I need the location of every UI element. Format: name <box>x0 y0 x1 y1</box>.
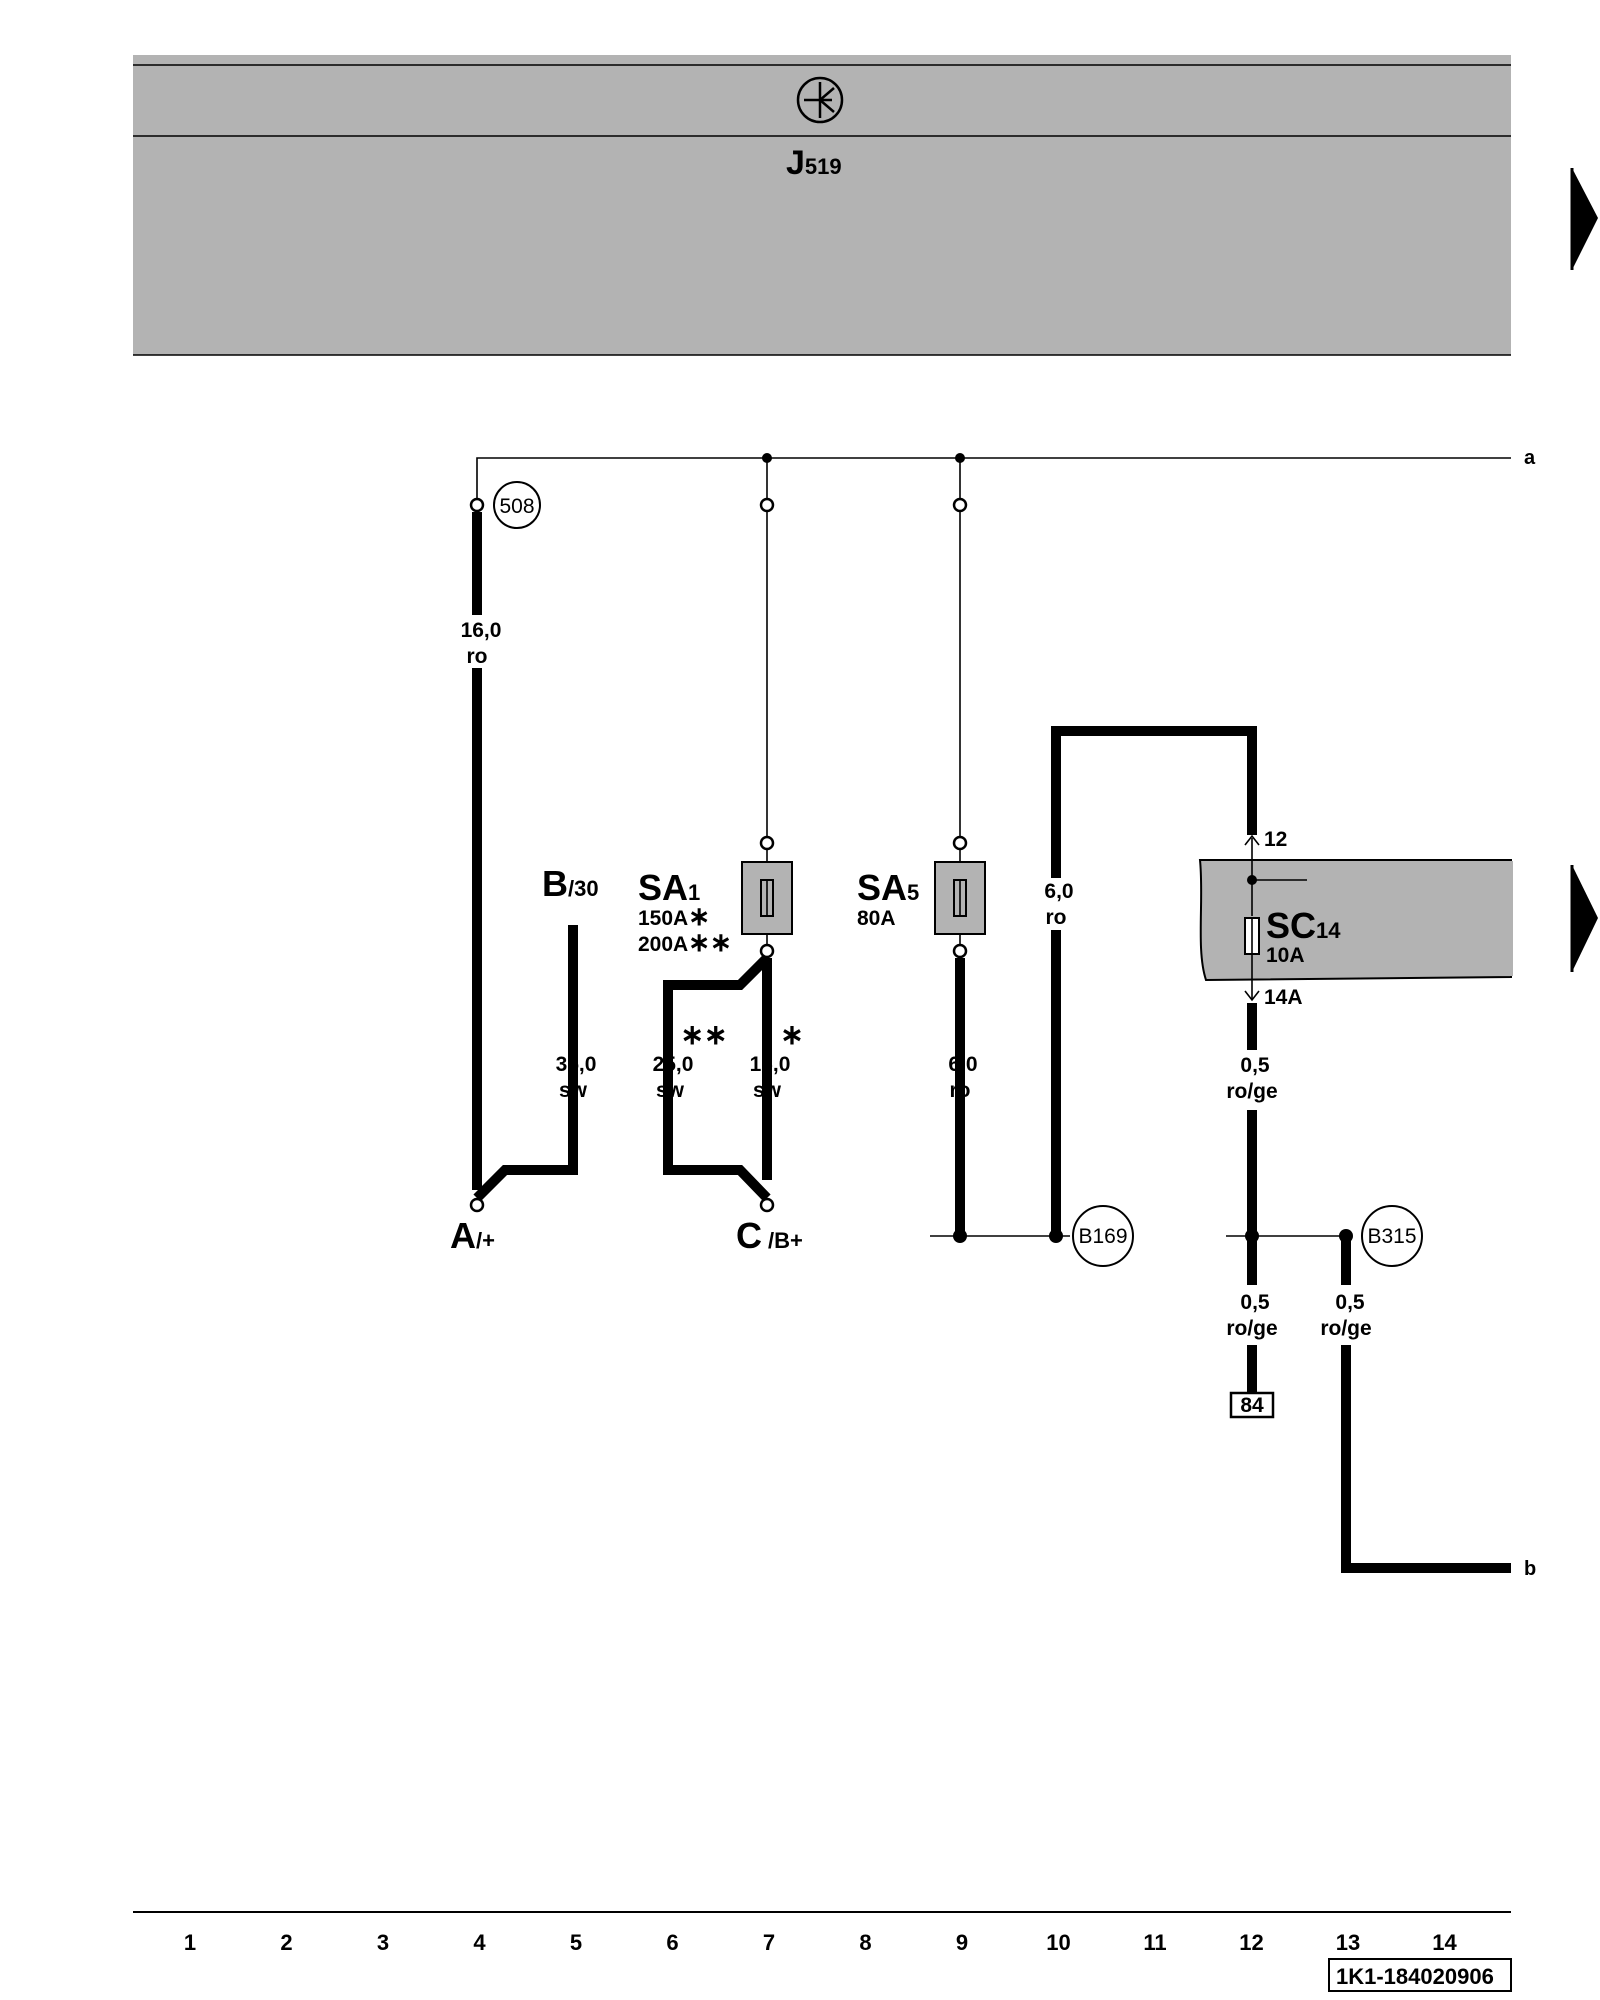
column-number: 13 <box>1336 1930 1360 1955</box>
next-page-arrow-icon[interactable] <box>1572 168 1598 270</box>
terminal-a-label: A/+ <box>450 1215 495 1256</box>
wire-color: sw <box>656 1079 685 1102</box>
column-number: 3 <box>377 1930 389 1955</box>
terminal-pin <box>952 943 968 959</box>
wire-col4: 508 16,0 ro <box>461 481 541 1190</box>
wire-size: 16,0 <box>461 619 502 642</box>
connection-508 <box>493 481 541 529</box>
wire-color: sw <box>559 1079 588 1102</box>
terminal-pin <box>469 1197 485 1213</box>
connection-508-label: 508 <box>499 495 534 518</box>
connection-b315-label: B315 <box>1367 1225 1416 1248</box>
fuse-sc14-rating: 10A <box>1266 944 1305 967</box>
relay-symbol-icon <box>796 76 844 124</box>
column-number: 10 <box>1046 1930 1070 1955</box>
wire-color: ro <box>1046 906 1067 929</box>
document-id-label: 1K1-184020906 <box>1336 1964 1494 1989</box>
wire-size: 6,0 <box>948 1053 977 1076</box>
wire-variant-mark: ∗ <box>780 1019 803 1050</box>
wire-color: ro/ge <box>1226 1317 1277 1340</box>
column-number: 12 <box>1239 1930 1263 1955</box>
fuse-sa1-label: SA1 <box>638 867 700 908</box>
terminal-pin <box>759 835 775 851</box>
fuse-sa1-rating2: 200A∗∗ <box>638 927 732 957</box>
line-label-b: b <box>1524 1558 1536 1580</box>
control-unit-background <box>133 55 1511 355</box>
wire-size: 16,0 <box>750 1053 791 1076</box>
terminal-pin <box>759 1197 775 1213</box>
column-number: 7 <box>763 1930 775 1955</box>
connection-b169-label: B169 <box>1078 1225 1127 1248</box>
connection-b315 <box>1361 1205 1423 1267</box>
column-number: 1 <box>184 1930 196 1955</box>
column-number: 2 <box>280 1930 292 1955</box>
wire-color: ro <box>467 645 488 668</box>
control-unit-block: J519 <box>133 55 1511 356</box>
reference-box-label: 84 <box>1240 1394 1264 1417</box>
column-number: 6 <box>666 1930 678 1955</box>
pin-number: 12 <box>1264 828 1287 851</box>
pin-number: 14A <box>1264 986 1303 1009</box>
bus-line-a: a <box>476 447 1536 840</box>
line-label-a: a <box>1524 447 1536 469</box>
column-number: 9 <box>956 1930 968 1955</box>
fuse-sa5-label: SA5 <box>857 867 919 908</box>
fuse-panel-background <box>1198 859 1512 982</box>
column-number: 11 <box>1143 1930 1166 1955</box>
document-id-box <box>1328 1958 1512 1992</box>
document-id: 1K1-184020906 <box>1328 1958 1512 1992</box>
column-number: 5 <box>570 1930 582 1955</box>
terminal-b-label: B/30 <box>542 863 599 904</box>
fuse-sa5-rating: 80A <box>857 907 896 930</box>
terminal-pin <box>759 943 775 959</box>
fuse-sc14-label: SC14 <box>1266 905 1341 946</box>
wire-size: 0,5 <box>1240 1054 1270 1077</box>
wire-color: ro/ge <box>1226 1080 1277 1103</box>
fuse-panel-sc: 12 SC14 10A 14A <box>1198 828 1513 1009</box>
fuse-sa5: SA5 80A <box>857 497 986 959</box>
component-id: J519 <box>786 144 842 182</box>
wire-size: 35,0 <box>556 1053 597 1076</box>
terminal-c-label: C/B+ <box>736 1215 803 1256</box>
next-page-arrow-icon[interactable] <box>1572 865 1598 972</box>
terminal-pin <box>952 835 968 851</box>
wire-size: 25,0 <box>653 1053 694 1076</box>
wire-size: 0,5 <box>1335 1291 1365 1314</box>
wire-color: ro/ge <box>1320 1317 1371 1340</box>
wire-col9-col10: 6,0 ro 6,0 ro B169 <box>930 726 1257 1267</box>
wire-variant-mark: ∗∗ <box>681 1019 728 1050</box>
wire-size: 6,0 <box>1044 880 1073 903</box>
terminal-pin <box>952 497 968 513</box>
terminal-pin <box>469 497 485 513</box>
column-number: 8 <box>859 1930 871 1955</box>
column-number: 14 <box>1432 1930 1457 1955</box>
wire-col6-col7: ∗∗ ∗ 25,0 sw 16,0 sw <box>653 954 804 1202</box>
terminal-pin <box>759 497 775 513</box>
fuse-sa1: SA1 150A∗ 200A∗∗ <box>638 497 793 959</box>
wire-color: ro <box>950 1079 971 1102</box>
wire-size: 0,5 <box>1240 1291 1270 1314</box>
reference-box <box>1229 1391 1275 1419</box>
column-number: 4 <box>473 1930 486 1955</box>
wire-color: sw <box>753 1079 782 1102</box>
connection-b169 <box>1072 1205 1134 1267</box>
wire-col12-col13: 0,5 ro/ge B315 0,5 ro/ge 84 0,5 ro/ge b <box>1226 1003 1536 1580</box>
wire-col5: B/30 35,0 sw <box>473 863 599 1202</box>
fuse-sa1-rating1: 150A∗ <box>638 901 710 931</box>
